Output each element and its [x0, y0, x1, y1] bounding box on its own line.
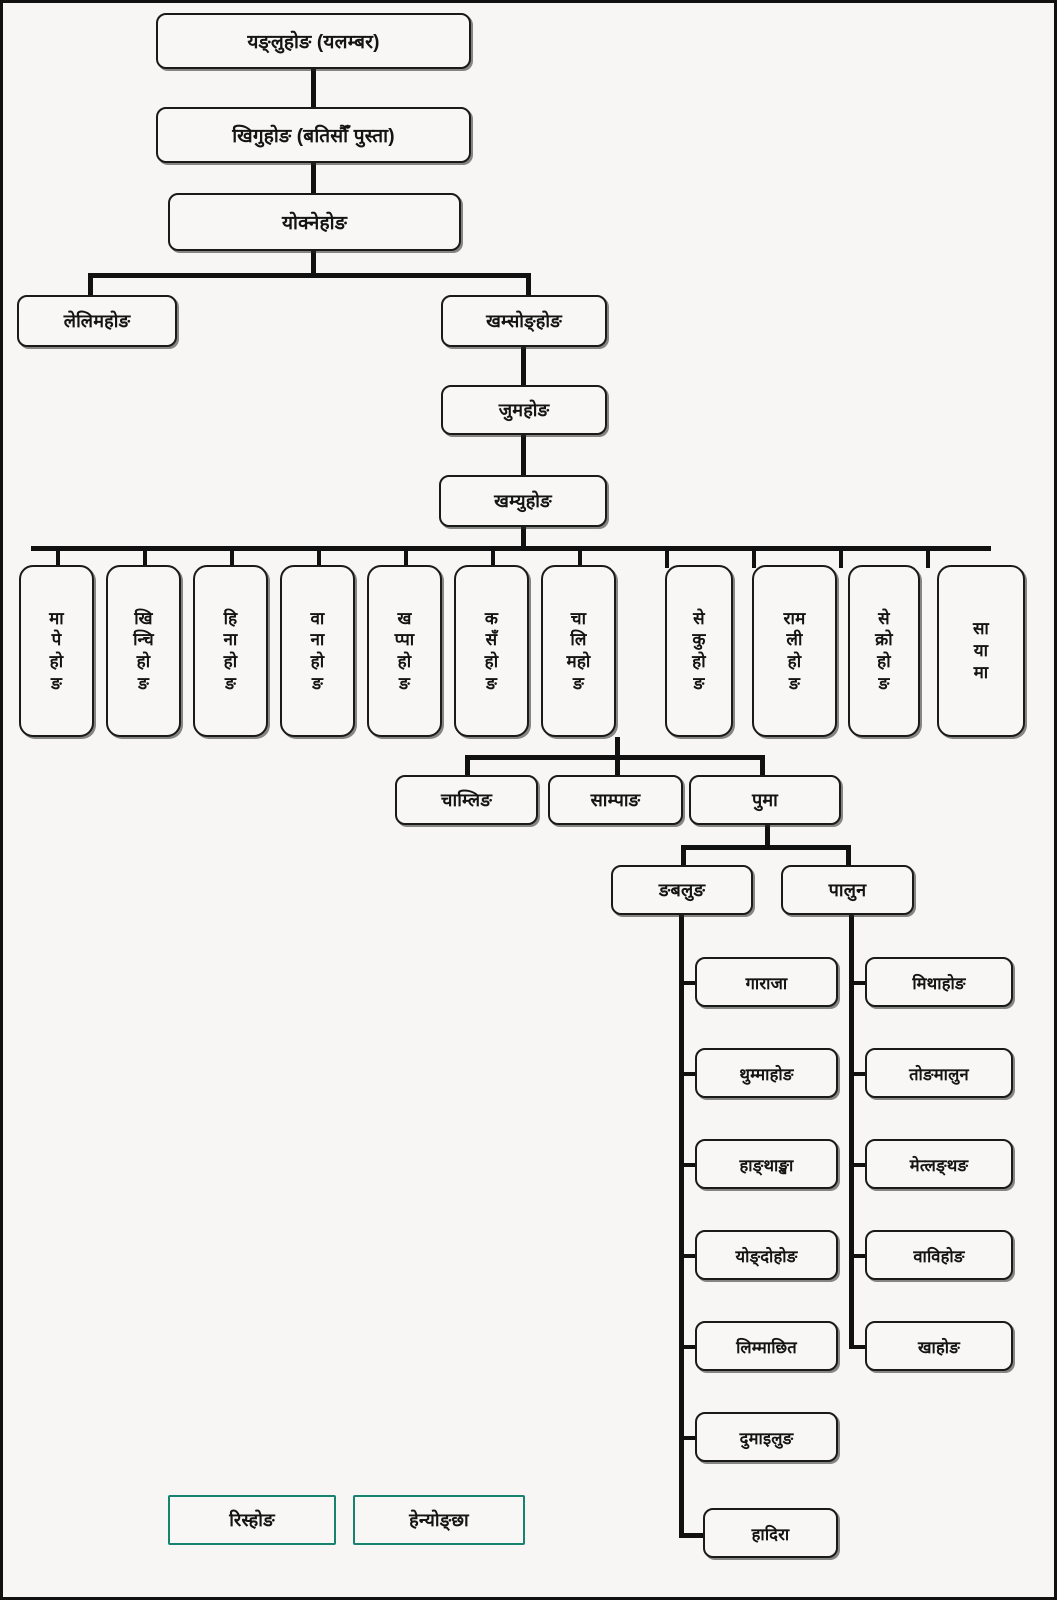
node-ngabalung[interactable]: ङबलुङ: [611, 865, 753, 915]
edge-gen3-stem: [311, 251, 316, 275]
edge-ngabalung-stub-5: [679, 1345, 701, 1349]
edge-clan-drop-6: [491, 546, 495, 568]
node-clan-1[interactable]: मा पे हो ङ: [19, 565, 94, 737]
edge-clan-drop-1: [56, 546, 60, 568]
edge-gen3-drop-left: [88, 273, 93, 297]
edge-clan-drop-4: [317, 546, 321, 568]
edge-chalim-drop-3: [760, 755, 765, 777]
node-clan-8[interactable]: से कु हो ङ: [665, 565, 733, 737]
node-palun-child-3[interactable]: मेत्लङ्थङ: [865, 1139, 1013, 1189]
edge-ngabalung-stub-4: [679, 1254, 701, 1258]
edge-palun-stub-2: [849, 1072, 871, 1076]
edge-palun-spine: [849, 915, 854, 1347]
node-clan-8-label: से कु हो ङ: [692, 608, 706, 693]
node-clan-7-label: चा लि महो ङ: [566, 608, 591, 693]
node-clan-5-label: ख प्पा हो ङ: [394, 608, 415, 693]
node-clan-4-label: वा ना हो ङ: [310, 608, 325, 693]
edge-puma-stem: [765, 825, 770, 847]
node-ngabalung-child-3[interactable]: हाङ्थाङ्खा: [695, 1139, 838, 1189]
edge-palun-stub-1: [849, 981, 871, 985]
node-chamling[interactable]: चाम्लिङ: [395, 775, 538, 825]
node-puma[interactable]: पुमा: [689, 775, 841, 825]
edge-clan-drop-11: [926, 546, 930, 568]
node-gen4-right[interactable]: खम्सोङ्होङ: [441, 295, 607, 347]
node-clan-9-label: राम ली हो ङ: [783, 608, 806, 693]
node-gen2[interactable]: खिगुहोङ (बतिसौँ पुस्ता): [156, 107, 471, 163]
edge-palun-stub-3: [849, 1163, 871, 1167]
edge-clan-bus: [31, 546, 991, 551]
edge-palun-stub-4: [849, 1254, 871, 1258]
node-clan-2-label: खि न्चि हो ङ: [133, 608, 154, 693]
node-gen4-left[interactable]: लेलिमहोङ: [17, 295, 177, 347]
edge-gen6-stem: [521, 527, 526, 549]
node-ngabalung-child-1[interactable]: गाराजा: [695, 957, 838, 1007]
node-clan-5[interactable]: ख प्पा हो ङ: [367, 565, 442, 737]
edge-root-to-gen2: [311, 69, 316, 107]
edge-clan-drop-9: [752, 546, 756, 568]
node-ngabalung-child-6[interactable]: दुमाइलुङ: [695, 1412, 838, 1462]
node-clan-11-label: सा या मा: [972, 619, 990, 682]
node-palun-child-2[interactable]: तोङमालुन: [865, 1048, 1013, 1098]
edge-ngabalung-stub-2: [679, 1072, 701, 1076]
edge-puma-drop-left: [681, 845, 686, 867]
edge-puma-bus: [681, 845, 851, 850]
node-clan-6[interactable]: क सँ हो ङ: [454, 565, 529, 737]
node-gen6[interactable]: खम्युहोङ: [439, 475, 607, 527]
edge-ngabalung-spine-foot: [679, 1533, 711, 1538]
edge-puma-drop-right: [846, 845, 851, 867]
node-clan-3[interactable]: हि ना हो ङ: [193, 565, 268, 737]
edge-ngabalung-stub-6: [679, 1436, 701, 1440]
edge-ngabalung-stub-1: [679, 981, 701, 985]
node-sampang[interactable]: साम्पाङ: [548, 775, 683, 825]
edge-ngabalung-spine: [679, 915, 684, 1537]
node-ngabalung-child-2[interactable]: थुम्माहोङ: [695, 1048, 838, 1098]
edge-clan-drop-10: [839, 546, 843, 568]
edge-gen5-to-gen6: [521, 435, 526, 475]
node-ngabalung-child-7[interactable]: हादिरा: [703, 1508, 838, 1558]
node-ngabalung-child-4[interactable]: योङ्दोहोङ: [695, 1230, 838, 1280]
node-legend-1[interactable]: रिस्होङ: [168, 1495, 336, 1545]
node-clan-1-label: मा पे हो ङ: [49, 608, 64, 693]
edge-chalim-drop-1: [465, 755, 470, 777]
node-gen5[interactable]: जुमहोङ: [441, 385, 607, 435]
edge-palun-stub-5: [849, 1345, 871, 1349]
edge-gen3-bus: [88, 273, 531, 278]
edge-chalim-drop-2: [615, 755, 620, 777]
edge-gen2-to-gen3: [311, 163, 316, 193]
node-clan-9[interactable]: राम ली हो ङ: [752, 565, 837, 737]
edge-clan-drop-7: [578, 546, 582, 568]
node-clan-2[interactable]: खि न्चि हो ङ: [106, 565, 181, 737]
edge-gen4-to-gen5: [521, 347, 526, 385]
edge-clan-drop-8: [665, 546, 669, 568]
node-clan-7[interactable]: चा लि महो ङ: [541, 565, 616, 737]
node-clan-10-label: से क्रो हो ङ: [875, 608, 893, 693]
edge-chalim-stem: [615, 737, 620, 759]
node-palun-child-1[interactable]: मिथाहोङ: [865, 957, 1013, 1007]
node-palun-child-5[interactable]: खाहोङ: [865, 1321, 1013, 1371]
edge-clan-drop-5: [404, 546, 408, 568]
node-root[interactable]: यङ्लुहोङ (यलम्बर): [156, 13, 471, 69]
node-palun-child-4[interactable]: वाविहोङ: [865, 1230, 1013, 1280]
edge-clan-drop-2: [143, 546, 147, 568]
node-clan-11[interactable]: सा या मा: [937, 565, 1025, 737]
node-clan-10[interactable]: से क्रो हो ङ: [848, 565, 920, 737]
edge-gen3-drop-right: [526, 273, 531, 297]
node-clan-3-label: हि ना हो ङ: [223, 608, 238, 693]
node-ngabalung-child-5[interactable]: लिम्माछित: [695, 1321, 838, 1371]
node-palun[interactable]: पालुन: [781, 865, 914, 915]
edge-clan-drop-3: [230, 546, 234, 568]
node-legend-2[interactable]: हेन्योङ्छा: [353, 1495, 525, 1545]
edge-ngabalung-stub-3: [679, 1163, 701, 1167]
node-clan-4[interactable]: वा ना हो ङ: [280, 565, 355, 737]
node-gen3[interactable]: योक्नेहोङ: [168, 193, 461, 251]
node-clan-6-label: क सँ हो ङ: [484, 608, 499, 693]
